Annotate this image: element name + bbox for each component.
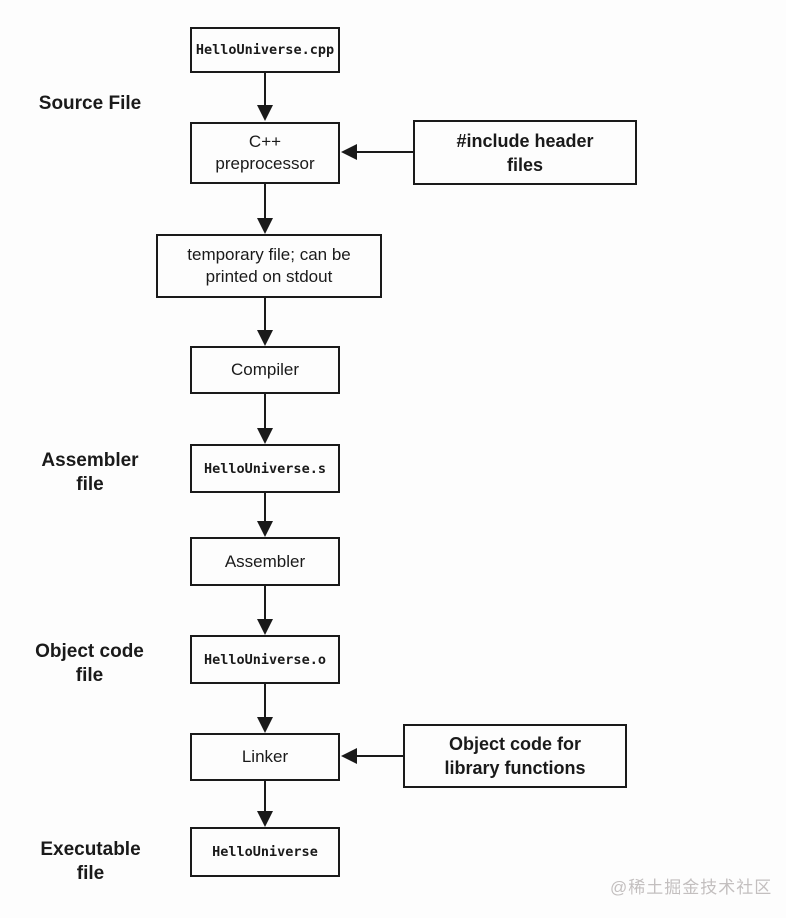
arrow-library-to-linker-head <box>341 748 357 764</box>
node-source-file-box: HelloUniverse.cpp <box>190 27 340 73</box>
label-object-code-file: Object code file <box>35 641 144 686</box>
arrow-headers-to-preprocessor-line <box>357 151 413 153</box>
arrow-asmfile-to-assembler-head <box>257 521 273 537</box>
node-preprocessor-box: C++ preprocessor <box>190 122 340 184</box>
label-assembler-file: Assembler file <box>41 450 139 495</box>
arrow-asmfile-to-assembler-line <box>264 493 266 523</box>
label-source-file: Source File <box>38 93 142 114</box>
node-executable-box: HelloUniverse <box>190 827 340 877</box>
arrow-library-to-linker-line <box>357 755 403 757</box>
arrow-temp-to-compiler-line <box>264 298 266 332</box>
node-temp-file-box: temporary file; can be printed on stdout <box>156 234 382 298</box>
arrow-cpp-to-preprocessor-head <box>257 105 273 121</box>
arrow-temp-to-compiler-head <box>257 330 273 346</box>
label-executable-file: Executable file <box>40 839 141 884</box>
arrow-objfile-to-linker-line <box>264 684 266 719</box>
node-compiler-box: Compiler <box>190 346 340 394</box>
arrow-preprocessor-to-temp-line <box>264 184 266 220</box>
arrow-objfile-to-linker-head <box>257 717 273 733</box>
arrow-linker-to-exe-line <box>264 781 266 813</box>
node-object-file-box: HelloUniverse.o <box>190 635 340 684</box>
arrow-cpp-to-preprocessor-line <box>264 73 266 107</box>
arrow-headers-to-preprocessor-head <box>341 144 357 160</box>
arrow-preprocessor-to-temp-head <box>257 218 273 234</box>
node-assembly-file-box: HelloUniverse.s <box>190 444 340 493</box>
watermark-text: @稀土掘金技术社区 <box>610 878 773 897</box>
node-assembler-box: Assembler <box>190 537 340 586</box>
arrow-compiler-to-asmfile-line <box>264 394 266 430</box>
arrow-linker-to-exe-head <box>257 811 273 827</box>
node-library-objects-box: Object code for library functions <box>403 724 627 788</box>
node-include-headers-box: #include header files <box>413 120 637 185</box>
arrow-assembler-to-objfile-line <box>264 586 266 621</box>
node-linker-box: Linker <box>190 733 340 781</box>
arrow-compiler-to-asmfile-head <box>257 428 273 444</box>
arrow-assembler-to-objfile-head <box>257 619 273 635</box>
